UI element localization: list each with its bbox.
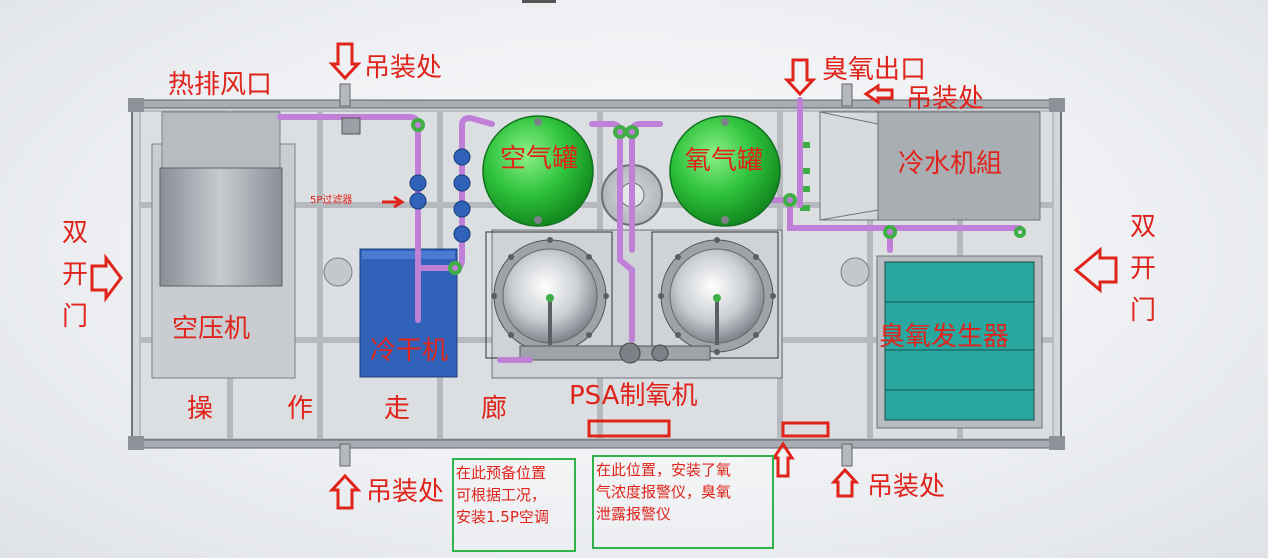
air-tank-label: 空气罐 [500,144,579,174]
hoist-label-bottom-left: 吊装处 [366,477,445,507]
ozone-outlet-arrow [783,58,817,97]
hoist-label-top-left: 吊装处 [364,53,443,83]
annotation-marks [90,42,1118,510]
chiller-unit [800,111,1041,221]
air-compressor-unit [151,111,296,379]
tanks [482,115,781,227]
ozone-generator-label: 臭氧发生器 [879,322,1010,352]
door-right-char-2: 开 [1129,254,1156,284]
heat-exhaust-label: 热排风口 [168,70,273,100]
double-door-left: 双 开 门 [60,212,90,338]
alarm-note-line-3: 泄露报警仪 [596,505,672,523]
alarm-arrow [771,441,795,478]
door-arrow-right [1073,246,1118,294]
corridor-char-4: 廊 [481,394,508,424]
ozone-generator-unit [876,255,1043,429]
alarm-note-line-2: 气浓度报警仪，臭氧 [596,483,732,501]
door-left-char-1: 双 [61,218,88,248]
door-right-char-3: 门 [1129,296,1156,326]
corridor-char-3: 走 [384,394,411,424]
hoist-arrow-bottom-left [328,473,362,510]
door-left-char-3: 门 [61,302,88,332]
filter-label: 5P过滤器 [310,195,353,206]
air-compressor-label: 空压机 [172,314,251,344]
aircon-note: 在此预备位置 可根据工况， 安装1.5P空调 [452,458,576,552]
piping [277,97,1026,363]
double-door-right: 双 开 门 [1128,206,1158,332]
hoist-label-top-right: 吊装处 [906,84,985,114]
door-left-char-2: 开 [61,260,88,290]
hoist-label-bottom-right: 吊装处 [867,472,946,502]
psa-marker-box [587,419,671,438]
corridor-char-2: 作 [287,394,314,424]
dryer-label: 冷干机 [370,336,449,366]
filter-array [341,117,471,243]
oxygen-tank-label: 氧气罐 [685,146,764,176]
aircon-note-line-1: 在此预备位置 [456,464,547,482]
aircon-note-line-3: 安装1.5P空调 [456,508,549,526]
psa-label: PSA制氧机 [569,381,698,411]
hoist-arrow-top-right [863,83,894,105]
hoist-arrow-top-left [328,42,362,81]
aircon-note-line-2: 可根据工况， [456,486,547,504]
chiller-label: 冷水机組 [898,149,1003,179]
corridor-char-1: 操 [187,394,214,424]
hoist-arrow-bottom-right [830,467,860,498]
filter-arrow [382,195,405,209]
door-right-char-1: 双 [1129,212,1156,242]
door-arrow-left [90,253,123,303]
alarm-marker-box [781,421,830,438]
alarm-note-line-1: 在此位置，安装了氧 [596,461,732,479]
top-edge-mark [522,0,556,3]
alarm-note: 在此位置，安装了氧 气浓度报警仪，臭氧 泄露报警仪 [592,455,774,549]
ozone-outlet-label: 臭氧出口 [822,55,927,85]
